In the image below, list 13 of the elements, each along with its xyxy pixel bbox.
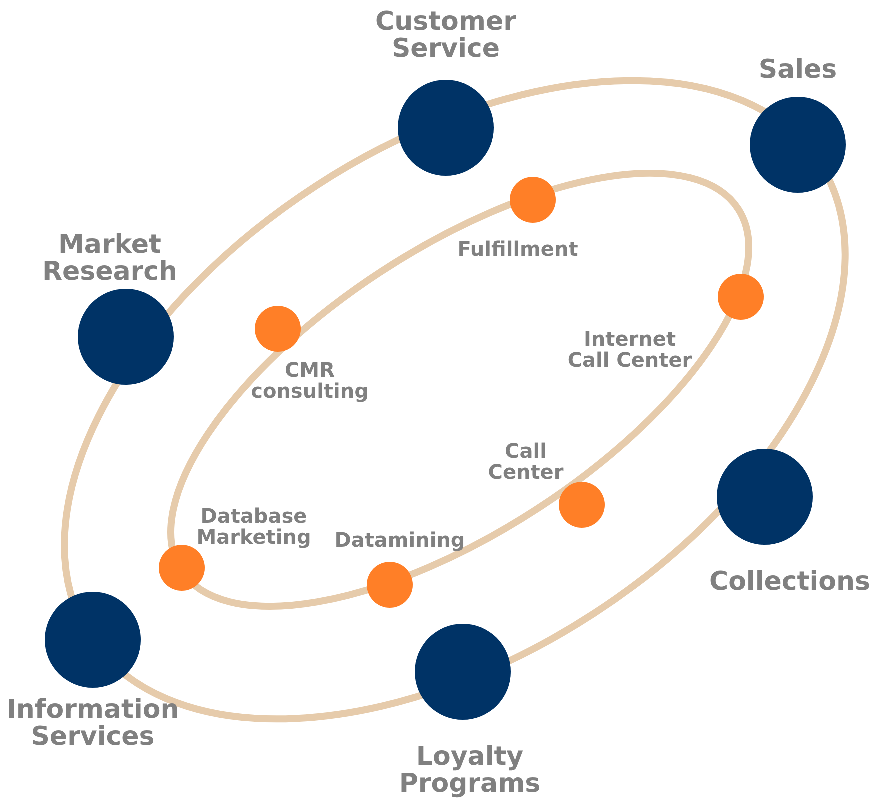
node-label: Customer Service xyxy=(374,8,518,64)
node-label: Sales xyxy=(758,56,838,84)
node-label: CMR consulting xyxy=(250,360,370,402)
node-label: Call Center xyxy=(487,441,565,483)
node-label: Information Services xyxy=(6,696,180,752)
node-label: Internet Call Center xyxy=(568,329,692,371)
node-label: Market Research xyxy=(41,232,179,286)
node-label: Database Marketing xyxy=(196,506,312,548)
node-label: Collections xyxy=(708,568,869,596)
node-label: Datamining xyxy=(334,530,466,550)
node-label: Loyalty Programs xyxy=(398,744,542,798)
node-label: Fulfillment xyxy=(456,238,580,260)
service-node xyxy=(486,441,605,528)
